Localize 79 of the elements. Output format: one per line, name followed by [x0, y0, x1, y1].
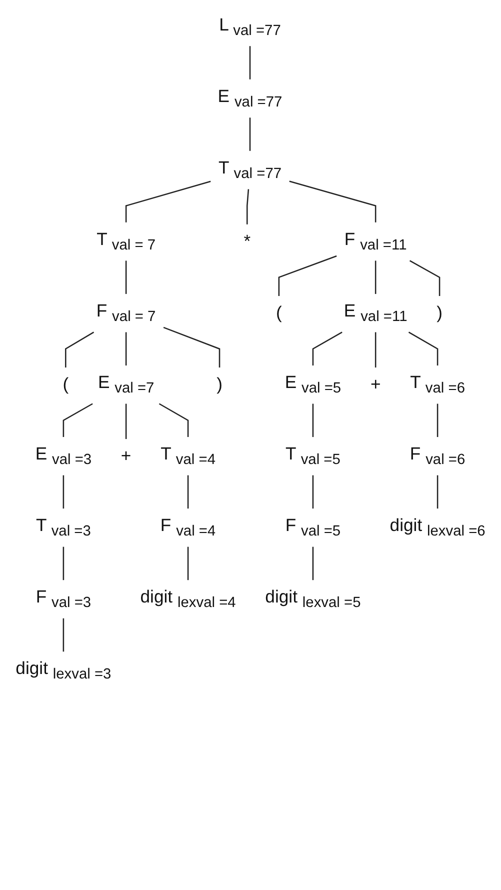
node-text: E: [284, 372, 297, 392]
node-label: lexval =6: [426, 522, 486, 540]
node-label: val =5: [300, 451, 340, 468]
node-text: E: [344, 300, 356, 320]
node-label: val =3: [51, 522, 91, 540]
connector: [289, 180, 376, 222]
node-label: val =7: [114, 380, 154, 396]
connector: [312, 332, 342, 366]
connector: [436, 404, 438, 438]
node-label: val =4: [176, 451, 216, 468]
node-text: T: [286, 444, 296, 464]
node-label: val =77: [234, 94, 282, 110]
node-text: T: [218, 158, 229, 178]
connector: [62, 618, 64, 652]
connector: [125, 180, 211, 222]
connector: [278, 255, 337, 296]
node-text: T: [160, 444, 172, 464]
node-text: E: [35, 444, 48, 464]
node-text: (: [276, 302, 282, 322]
node-text: T: [410, 372, 421, 392]
connector: [158, 403, 189, 438]
node-text: (: [62, 374, 69, 394]
connector: [249, 118, 251, 151]
node-text: digit: [265, 586, 298, 607]
connector: [312, 546, 314, 580]
node-text: digit: [140, 586, 173, 607]
node-label: val =77: [233, 22, 281, 39]
connector: [246, 189, 250, 224]
connector: [187, 546, 189, 580]
connector: [163, 326, 220, 368]
connector: [187, 475, 189, 509]
node-text: +: [120, 446, 132, 466]
node-text: F: [160, 515, 172, 535]
node-text: F: [344, 229, 356, 249]
node-label: val =6: [425, 380, 466, 396]
node-text: F: [36, 586, 47, 607]
node-text: T: [36, 515, 46, 535]
connector: [62, 475, 64, 509]
connector: [409, 260, 440, 296]
node-label: val =77: [234, 165, 282, 182]
connector: [436, 475, 438, 509]
node-label: val =11: [360, 236, 407, 254]
connector: [125, 332, 127, 366]
connector: [374, 332, 376, 368]
connector: [65, 332, 94, 368]
connector: [312, 475, 314, 509]
node-label: val =3: [51, 594, 92, 612]
node-text: ): [216, 374, 222, 394]
node-label: val =4: [176, 522, 216, 540]
node-text: E: [218, 86, 230, 106]
node-text: F: [96, 300, 108, 320]
node-label: val =6: [426, 451, 466, 468]
connector: [408, 332, 438, 366]
node-label: val =5: [301, 380, 342, 396]
connector: [312, 404, 314, 438]
node-text: F: [410, 444, 421, 464]
node-label: lexval =5: [302, 594, 361, 612]
node-text: digit: [390, 515, 422, 535]
connector: [125, 404, 127, 440]
node-label: val =5: [301, 522, 341, 540]
node-text: *: [244, 231, 251, 251]
node-text: E: [98, 372, 110, 392]
node-text: T: [96, 229, 108, 249]
node-text: ): [436, 302, 442, 322]
node-label: lexval =3: [52, 666, 112, 683]
connector: [374, 260, 376, 294]
node-text: digit: [16, 658, 48, 678]
connector: [125, 260, 127, 294]
node-text: F: [285, 515, 296, 535]
connector: [249, 46, 251, 80]
node-label: lexval =4: [177, 594, 236, 612]
node-label: val =11: [360, 308, 408, 325]
node-label: val =3: [52, 451, 92, 468]
node-text: L: [219, 14, 228, 34]
node-label: val = 7: [112, 308, 156, 325]
connector: [62, 546, 64, 580]
connector: [62, 403, 93, 438]
node-text: +: [370, 374, 381, 394]
node-label: val = 7: [112, 236, 156, 254]
